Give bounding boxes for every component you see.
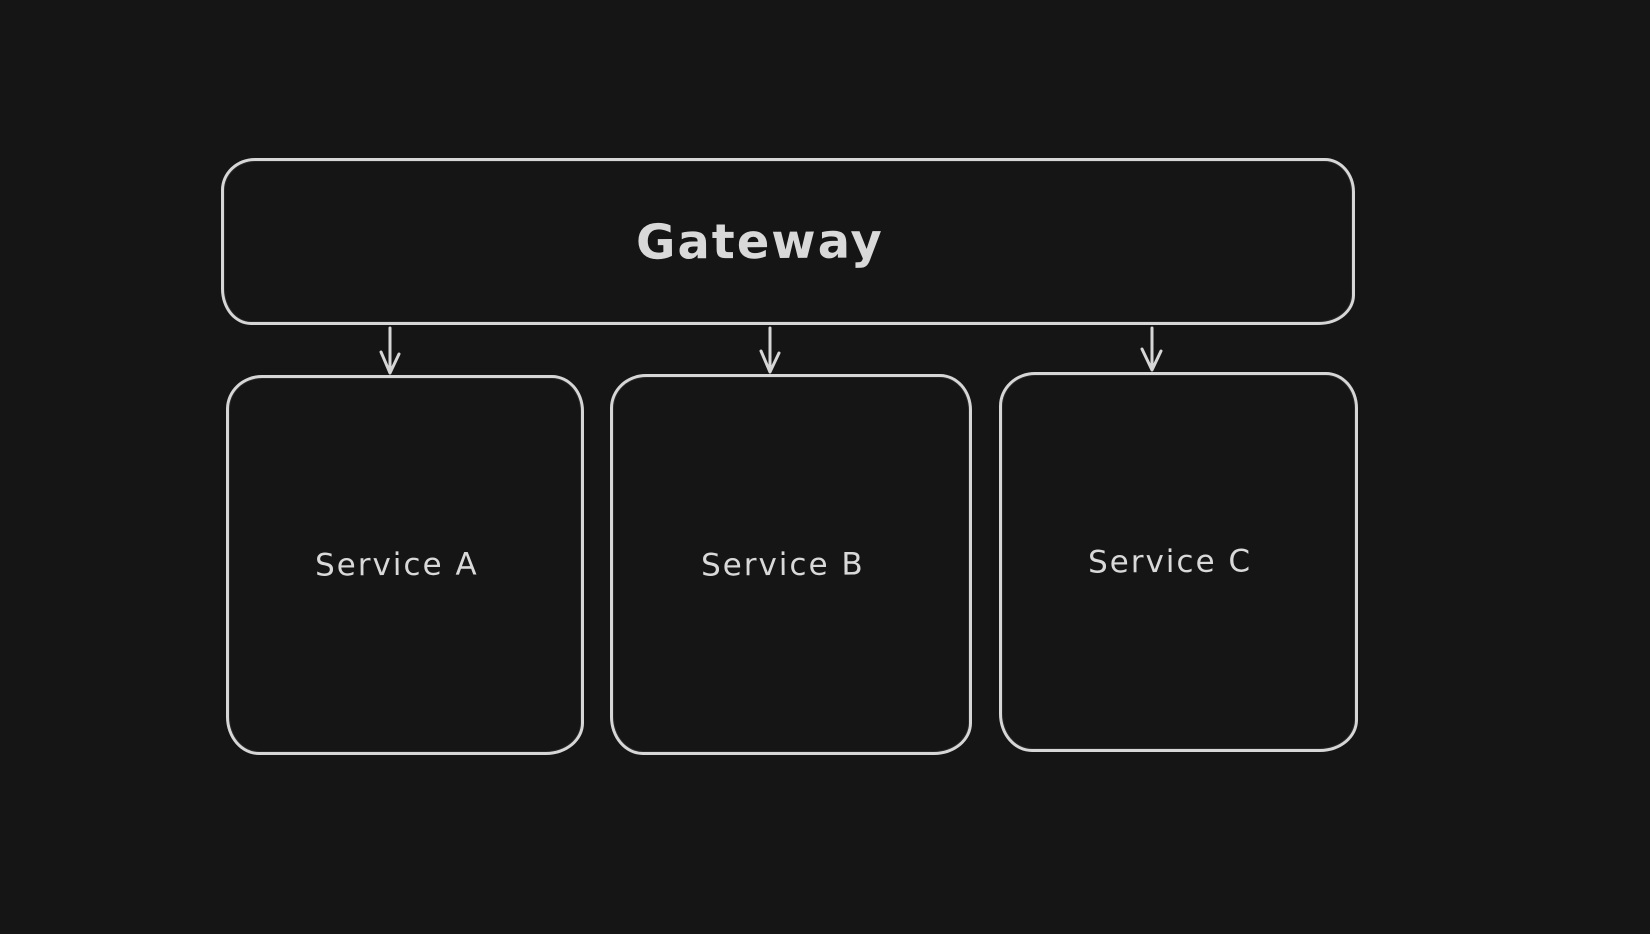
- service-a-node[interactable]: Service A: [226, 375, 584, 755]
- arrow-gateway-to-service-a[interactable]: [379, 326, 401, 375]
- service-b-node-label: Service B: [701, 545, 865, 584]
- service-a-node-label: Service A: [315, 546, 479, 584]
- arrow-gateway-to-service-c[interactable]: [1140, 326, 1163, 372]
- arrow-gateway-to-service-b[interactable]: [759, 326, 781, 374]
- service-c-node[interactable]: Service C: [999, 372, 1358, 752]
- service-c-node-label: Service C: [1088, 543, 1253, 581]
- service-b-node[interactable]: Service B: [610, 374, 972, 755]
- gateway-node-label: Gateway: [635, 212, 885, 271]
- gateway-node[interactable]: Gateway: [221, 158, 1355, 325]
